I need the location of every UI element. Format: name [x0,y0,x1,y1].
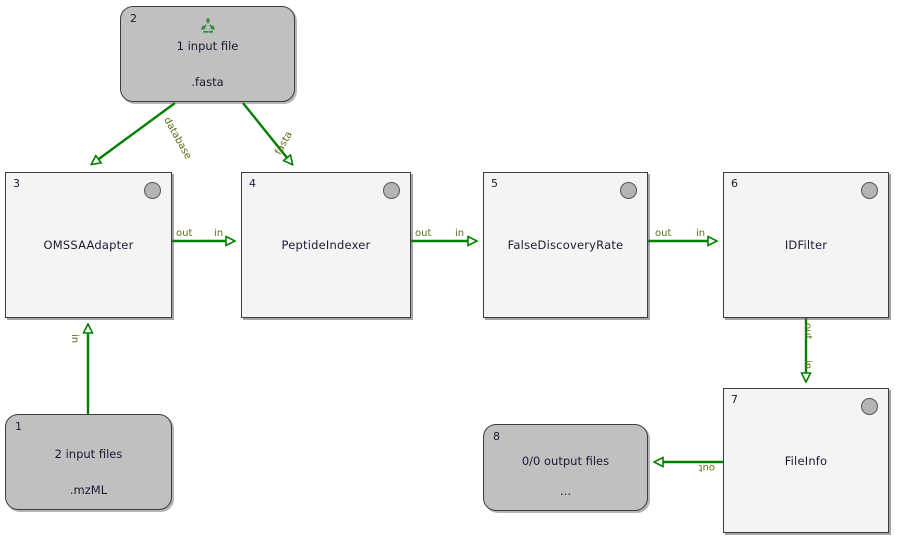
node-5-title: FalseDiscoveryRate [507,238,624,252]
edge-label-out-4: out [415,228,432,239]
tool-node-3-omssaadapter[interactable]: 3 OMSSAAdapter [5,172,172,318]
edge-label-out-5: out [655,228,672,239]
node-id-1: 1 [15,420,22,433]
io-node-2-fasta-input[interactable]: 2 1 input file .fasta [120,6,295,102]
edge-2-to-3 [92,102,176,164]
tool-node-6-idfilter[interactable]: 6 IDFilter [723,172,889,318]
status-dot-icon-6[interactable] [861,182,878,199]
node-4-title: PeptideIndexer [281,238,371,252]
edge-label-in-7: in [802,360,813,370]
node-id-6: 6 [731,177,738,190]
node-2-sub-label: .fasta [191,75,224,89]
io-node-8-output[interactable]: 8 0/0 output files ... [483,424,648,511]
edge-label-out-6: out [802,323,813,340]
node-id-8: 8 [493,430,500,443]
node-id-7: 7 [731,393,738,406]
status-dot-icon-3[interactable] [144,182,161,199]
node-1-sub-label: .mzML [69,483,108,497]
status-dot-icon-7[interactable] [861,398,878,415]
edge-label-fasta: fasta [273,129,295,157]
edge-label-in-6: in [696,228,706,239]
io-node-1-mzml-input[interactable]: 1 2 input files .mzML [5,414,172,510]
edge-label-in-5: in [455,228,465,239]
node-id-5: 5 [491,177,498,190]
node-id-3: 3 [13,177,20,190]
tool-node-7-fileinfo[interactable]: 7 FileInfo [723,388,889,533]
tool-node-5-falsediscoveryrate[interactable]: 5 FalseDiscoveryRate [483,172,648,318]
node-8-main-label: 0/0 output files [521,453,610,468]
node-8-sub-label: ... [560,484,571,498]
edge-label-out-7: out [698,462,715,473]
status-dot-icon-5[interactable] [620,182,637,199]
node-id-4: 4 [249,177,256,190]
edge-label-database: database [161,115,194,162]
node-7-title: FileInfo [784,453,828,468]
node-2-main-label: 1 input file [176,39,239,54]
node-3-title: OMSSAAdapter [43,238,134,252]
edge-label-in-4: in [214,228,224,239]
edge-label-in-1-3: in [69,334,80,344]
node-id-2: 2 [130,12,137,25]
edge-label-out-3: out [176,228,193,239]
tool-node-4-peptideindexer[interactable]: 4 PeptideIndexer [241,172,411,318]
node-1-main-label: 2 input files [54,447,123,462]
node-6-title: IDFilter [784,238,828,252]
recycle-icon [198,15,218,35]
status-dot-icon-4[interactable] [383,182,400,199]
